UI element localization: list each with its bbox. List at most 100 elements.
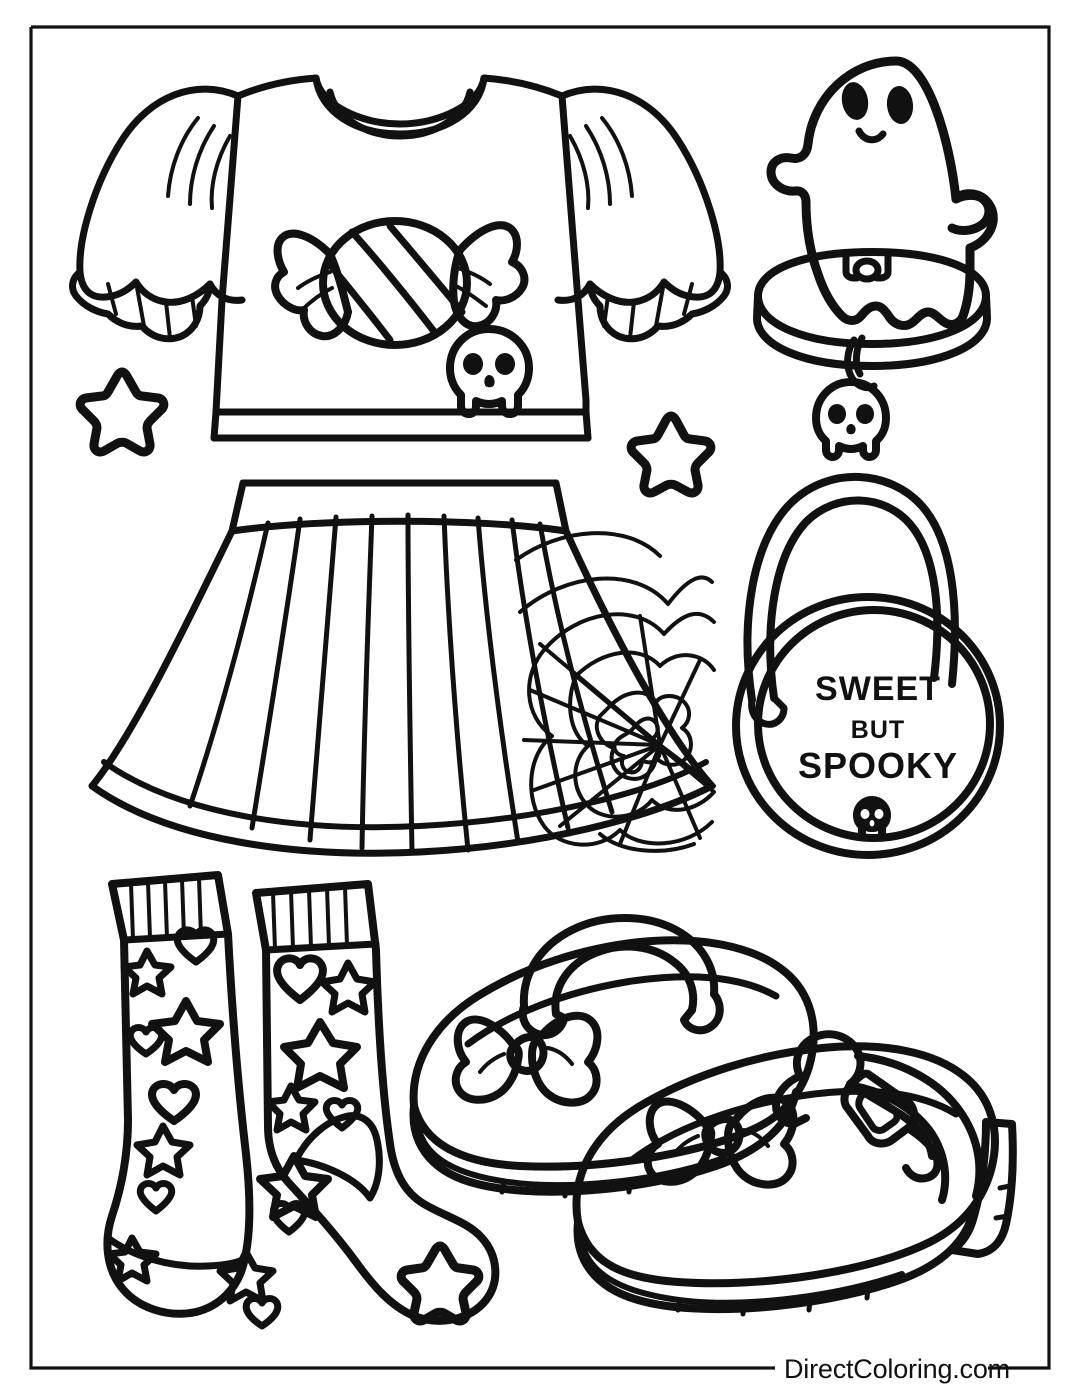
- sock-heart-a1: [173, 926, 218, 966]
- choker-top-front: [754, 292, 990, 348]
- candy-left-crease-1: [296, 270, 332, 290]
- left-sleeve-gather-3: [209, 134, 232, 210]
- purse-skull-nose: [869, 820, 875, 827]
- skirt-hem-band: [101, 759, 709, 831]
- web-ring-3: [568, 650, 716, 819]
- shoe-left-bow-knot: [506, 1033, 548, 1075]
- candy-right-crease-1: [456, 266, 492, 286]
- web-ring-6: [514, 531, 662, 562]
- shoe-left: [409, 914, 818, 1199]
- shoe-right-buckle-frame: [840, 1069, 918, 1148]
- sock-heart-b3: [269, 1200, 309, 1236]
- sock-star-b1: [318, 959, 379, 1016]
- candy-right-wrapper: [449, 221, 529, 331]
- ghost-smile: [855, 127, 887, 144]
- web-spoke-7: [658, 743, 702, 840]
- pleat-4: [359, 513, 375, 851]
- left-cuff-stitch-2: [134, 280, 146, 328]
- footer-watermark-text: DirectColoring.com: [784, 1354, 1010, 1384]
- sock-star-b5: [216, 1248, 277, 1305]
- web-ring-4-upper: [542, 612, 716, 652]
- sock-left: [103, 871, 254, 1318]
- shoe-left-bow-crease-2: [546, 1046, 574, 1066]
- left-sleeve-gather-1: [166, 116, 200, 198]
- sock-star-a2: [148, 997, 224, 1066]
- shoe-right-bow-right-loop: [724, 1093, 798, 1189]
- web-spoke-2: [528, 688, 662, 747]
- ghost-eye-right: [886, 86, 914, 124]
- purse-skull: [853, 796, 891, 838]
- pleat-7: [475, 515, 521, 845]
- clasp-ring: [852, 257, 882, 283]
- hem-band-right: [582, 408, 592, 442]
- pleat-3: [307, 514, 339, 843]
- shoe-left-tread-1: [499, 1179, 507, 1195]
- clasp-left-end: [842, 250, 861, 282]
- footer-watermark: DirectColoring.com: [760, 1354, 1010, 1384]
- sock-right-cuff-line: [262, 940, 380, 954]
- shoe-left-strap-outer: [519, 914, 719, 1010]
- shoe-right-strap-end: [772, 1072, 810, 1128]
- scattered-stars: [75, 367, 716, 1326]
- sock-heart-b1: [273, 954, 327, 1004]
- sock-right: [216, 880, 500, 1330]
- sock-star-a1: [120, 947, 175, 998]
- hem-band-left: [210, 408, 220, 442]
- sock-right-motifs: [216, 954, 379, 1330]
- web-ring-5-upper: [518, 575, 714, 614]
- sock-star-a3: [133, 1122, 194, 1179]
- ghost-body: [766, 56, 998, 330]
- charm-skull-eye-right: [856, 404, 874, 424]
- right-cuff-stitch-4: [602, 294, 610, 328]
- skull-eye-right: [495, 353, 515, 375]
- sock-star-a4: [105, 1234, 160, 1285]
- sock-heart-a2: [126, 1024, 166, 1058]
- right-sleeve-gather-3: [568, 134, 591, 210]
- purse-handle-inner: [766, 496, 942, 702]
- star-mid-right: [626, 411, 716, 498]
- shoe-right-heel-tread-1: [997, 1183, 1013, 1191]
- candy-stripe-1: [348, 228, 440, 338]
- left-cuff-stitch-4: [190, 294, 198, 328]
- bodice-outline: [212, 74, 590, 416]
- shoe-right-sole-line: [579, 1241, 905, 1306]
- shoe-right-bow-crease-1: [672, 1134, 700, 1156]
- ghost: [766, 56, 998, 330]
- shoe-left-bow-crease-1: [478, 1052, 506, 1074]
- choker-top-back: [754, 248, 990, 300]
- shoe-left-topline: [464, 973, 780, 1048]
- right-cuff-stitch-2: [654, 280, 666, 328]
- purse-text-line3: SPOOKY: [798, 745, 958, 786]
- shoe-right-topline: [628, 1087, 960, 1164]
- sock-left-motifs: [105, 926, 224, 1285]
- purse-skull-eye-left: [860, 809, 870, 819]
- web-ring-2: [594, 690, 693, 781]
- shoe-right-tread-3: [806, 1297, 813, 1313]
- shoe-left-upper: [409, 936, 818, 1171]
- purse-text-line1: SWEET: [815, 670, 941, 708]
- sock-left-rib-3: [163, 879, 169, 940]
- pleat-6: [441, 513, 471, 853]
- right-sleeve-gather-2: [584, 124, 612, 206]
- sock-right-rib-3: [307, 888, 313, 949]
- shoe-right-heel-tread-2: [993, 1213, 1011, 1221]
- shoe-right-buckle-opening: [855, 1088, 901, 1134]
- skull-eye-left: [463, 353, 483, 375]
- shirt-skull: [446, 325, 533, 418]
- skull-outline: [446, 325, 533, 418]
- charm-skull-eye-left: [828, 404, 846, 424]
- right-cuff-stitch-3: [628, 300, 636, 340]
- spider-web: [514, 531, 716, 853]
- sock-left-rib-2: [146, 880, 152, 940]
- round-purse: SWEET BUT SPOOKY: [732, 472, 1004, 859]
- right-cuff-stitch-1: [682, 282, 694, 316]
- sock-left-rib-1: [129, 882, 135, 941]
- sock-heart-b2: [322, 1097, 362, 1132]
- puff-sleeve-top: [69, 74, 731, 442]
- shoe-left-tread-2: [562, 1183, 569, 1199]
- purse-inner-ring: [754, 606, 994, 842]
- shoe-right-bow-knot: [701, 1115, 744, 1157]
- purse-text-line2: BUT: [851, 716, 905, 744]
- shoe-right-strap-tail: [902, 1124, 942, 1183]
